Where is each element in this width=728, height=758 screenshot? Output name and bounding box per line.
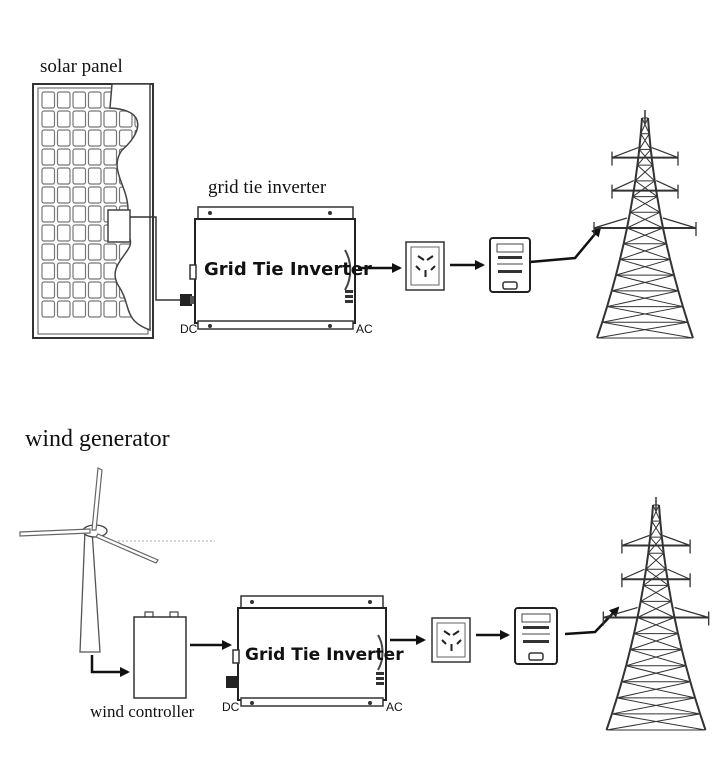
grid-tie-inverter-bottom [226,595,387,707]
electric-meter-icon [514,607,558,665]
wind-controller-icon [133,611,187,699]
flow-arrow [90,655,130,677]
flow-arrow [529,226,602,264]
dc-label-top: DC [180,322,198,336]
ac-label-top: AC [356,322,373,336]
grid-tie-inverter-top [189,206,356,330]
transmission-tower-icon [602,497,710,731]
solar-panel-icon [32,83,154,339]
inverter-text-bottom: Grid Tie Inverter [245,645,404,665]
dc-label-bottom: DC [222,700,240,714]
power-outlet-icon [405,241,445,291]
flow-arrow [564,606,620,636]
dc-cable [130,216,182,301]
inverter-text-top: Grid Tie Inverter [204,259,372,280]
wind-turbine-icon [19,467,215,653]
electric-meter-icon [489,237,531,293]
ac-label-bottom: AC [386,700,403,714]
dc-connector-icon [180,294,196,306]
inverter-caption: grid tie inverter [208,177,327,198]
power-outlet-icon [431,617,471,663]
wind-controller-label: wind controller [90,702,195,721]
transmission-tower-icon [593,110,697,339]
wind-generator-title: wind generator [25,426,170,452]
solar-panel-label: solar panel [40,56,123,77]
